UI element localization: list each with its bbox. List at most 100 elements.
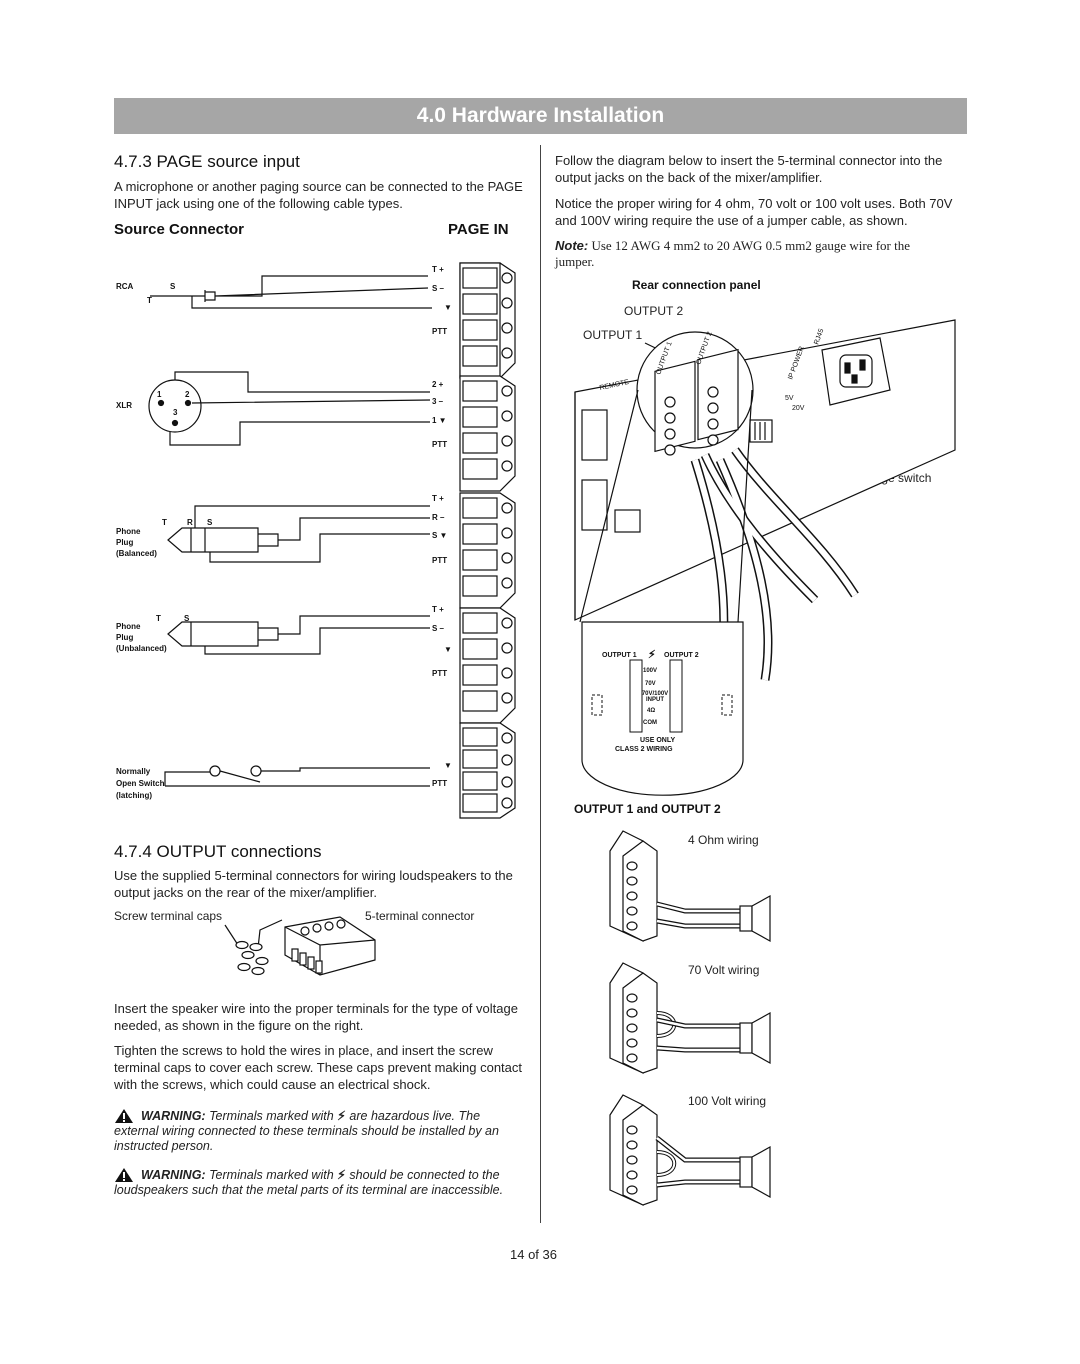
page-number: 14 of 36: [510, 1247, 557, 1262]
panel-label-5v: 5V: [785, 395, 794, 402]
warning-1-text-a: Terminals marked with: [209, 1109, 334, 1123]
source-connector-label: Source Connector: [114, 221, 245, 238]
unbal-label-1: Phone: [116, 622, 141, 631]
xlr-pin-1: 1: [157, 390, 162, 399]
note-label: Note:: [555, 238, 589, 253]
term-label: PTT: [432, 779, 448, 788]
term-label: PTT: [432, 556, 448, 565]
term-label: ▼: [444, 645, 452, 654]
warning-1-label: WARNING:: [141, 1109, 206, 1123]
page-in-label: PAGE IN: [448, 221, 509, 238]
xlr-label: XLR: [116, 401, 132, 410]
unbal-label-3: (Unbalanced): [116, 644, 167, 653]
right-p1: Follow the diagram below to insert the 5…: [555, 153, 943, 185]
wiring-70v-diagram: [609, 962, 771, 1074]
page-source-heading: 4.7.3 PAGE source input: [114, 152, 300, 171]
bal-label-3: (Balanced): [116, 549, 157, 558]
term-label: 2 +: [432, 380, 444, 389]
term-label: T +: [432, 605, 444, 614]
output-p2: Tighten the screws to hold the wires in …: [114, 1043, 523, 1092]
screw-caps-label: Screw terminal caps: [114, 909, 223, 923]
terminal-blocks: [459, 262, 516, 819]
terminal-connector-illustration: [224, 916, 376, 976]
term-label: ▼: [444, 303, 452, 312]
note-text: Use 12 AWG 4 mm2 to 20 AWG 0.5 mm2 gauge…: [555, 238, 911, 269]
detail-use-only: USE ONLY: [640, 737, 676, 744]
warning-icon: [115, 1168, 133, 1182]
page-source-intro: A microphone or another paging source ca…: [114, 179, 523, 211]
warning-icon: [115, 1109, 133, 1123]
term-label: PTT: [432, 669, 448, 678]
panel-label-rj45: RJ45: [813, 328, 825, 346]
warning-2-label: WARNING:: [141, 1168, 206, 1182]
detail-term-70v: 70V: [645, 681, 656, 687]
detail-term-com: COM: [643, 720, 657, 726]
detail-out1: OUTPUT 1: [602, 652, 637, 659]
lightning-icon: ⚡︎: [337, 1168, 346, 1182]
term-label: T +: [432, 494, 444, 503]
switch-label-3: (latching): [116, 791, 152, 800]
bal-label-2: Plug: [116, 538, 134, 547]
xlr-pin-2: 2: [185, 390, 190, 399]
detail-class2: CLASS 2 WIRING: [615, 746, 673, 753]
term-label: 1 ▼: [432, 416, 447, 425]
warning-2-text-b: should be connected to the loudspeakers …: [114, 1168, 504, 1197]
warning-1-text-b: are hazardous live. The external wiring …: [114, 1109, 499, 1153]
bal-t-label: T: [162, 518, 167, 527]
output-detail-inset: [581, 621, 744, 796]
output-1-callout: OUTPUT 1: [583, 328, 643, 342]
terminal-block-3: [459, 492, 516, 609]
terminal-block-1: [459, 262, 516, 379]
wiring-70v-label: 70 Volt wiring: [688, 963, 760, 977]
term-label: 3 –: [432, 397, 444, 406]
rear-panel-title: Rear connection panel: [632, 278, 761, 292]
unbal-label-2: Plug: [116, 633, 134, 642]
terminal-block-2: [459, 375, 516, 492]
detail-term-100v: 100V: [643, 668, 658, 674]
panel-label-20v: 20V: [792, 405, 805, 412]
term-label: PTT: [432, 327, 448, 336]
detail-term-4ohm: 4Ω: [647, 708, 656, 714]
wiring-4ohm-diagram: [609, 830, 771, 943]
rear-panel-illustration: REMOTE OUTPUT 1 OUTPUT 2 RJ45 IP POWER 5…: [574, 319, 956, 681]
term-label: PTT: [432, 440, 448, 449]
warning-1: WARNING: Terminals marked with ⚡︎ are ha…: [114, 1109, 524, 1154]
rca-label: RCA: [116, 282, 134, 291]
term-label: T +: [432, 265, 444, 274]
term-label: R –: [432, 513, 445, 522]
term-label: ▼: [444, 761, 452, 770]
wiring-100v-label: 100 Volt wiring: [688, 1094, 767, 1108]
bal-label-1: Phone: [116, 527, 141, 536]
page-source-wiring-diagram: [148, 275, 432, 787]
lightning-icon: ⚡︎: [337, 1109, 346, 1123]
output-intro: Use the supplied 5-terminal connectors f…: [114, 868, 513, 900]
wiring-4ohm-label: 4 Ohm wiring: [688, 833, 759, 847]
bal-s-label: S: [207, 518, 213, 527]
rca-s-label: S: [170, 282, 176, 291]
section-banner: 4.0 Hardware Installation: [114, 98, 967, 134]
wiring-100v-diagram: [609, 1094, 771, 1206]
unbal-s-label: S: [184, 614, 190, 623]
term-label: S –: [432, 624, 445, 633]
five-terminal-label: 5-terminal connector: [365, 909, 475, 923]
output-2-callout: OUTPUT 2: [624, 304, 684, 318]
outputs-heading: OUTPUT 1 and OUTPUT 2: [574, 802, 721, 816]
switch-label-2: Open Switch: [116, 779, 165, 788]
detail-term-input: 70V/100V INPUT: [641, 691, 669, 703]
rca-t-label: T: [147, 296, 152, 305]
term-label: S ▼: [432, 531, 448, 540]
column-divider: [540, 145, 541, 1223]
xlr-pin-3: 3: [173, 408, 178, 417]
bal-r-label: R: [187, 518, 193, 527]
output-heading: 4.7.4 OUTPUT connections: [114, 842, 322, 861]
term-label: S –: [432, 284, 445, 293]
right-p2: Notice the proper wiring for 4 ohm, 70 v…: [555, 196, 953, 228]
right-note: Note: Use 12 AWG 4 mm2 to 20 AWG 0.5 mm2…: [555, 238, 935, 270]
output-p1: Insert the speaker wire into the proper …: [114, 1001, 518, 1033]
detail-lightning-icon: ⚡︎: [648, 649, 656, 661]
detail-out2: OUTPUT 2: [664, 652, 699, 659]
terminal-block-4: [459, 607, 516, 724]
terminal-block-5: [459, 722, 516, 819]
switch-label-1: Normally: [116, 767, 151, 776]
warning-2: WARNING: Terminals marked with ⚡︎ should…: [114, 1168, 514, 1198]
